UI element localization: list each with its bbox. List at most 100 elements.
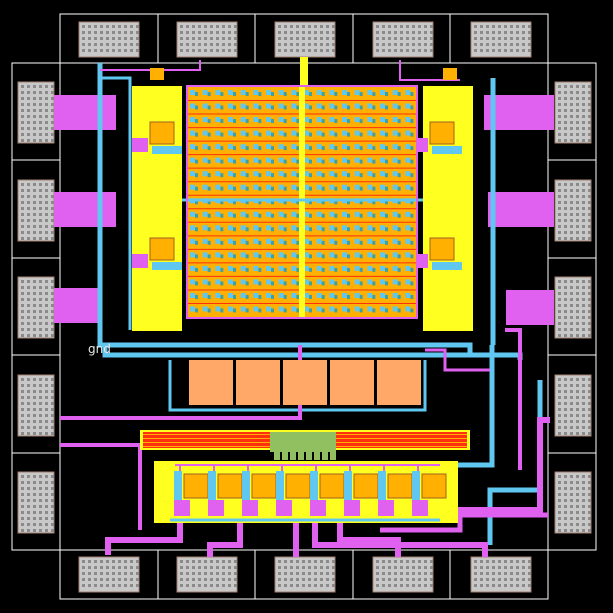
pad-via <box>332 49 335 52</box>
pad-via <box>576 115 579 118</box>
pad-via <box>284 560 287 563</box>
driver-transistor <box>251 473 277 499</box>
pad-via <box>522 560 525 563</box>
array-cell-contact <box>405 90 411 95</box>
array-cell-gate <box>359 227 363 232</box>
array-cell-gate <box>207 267 211 272</box>
pad-via <box>33 390 36 393</box>
pad-via <box>400 584 403 587</box>
pad-via <box>45 304 48 307</box>
array-cell-contact <box>291 90 297 95</box>
pad-via <box>112 578 115 581</box>
pad-via <box>588 225 591 228</box>
pad-via <box>51 91 54 94</box>
array-cell-contact <box>291 225 297 231</box>
array-cell-contact <box>380 171 385 177</box>
pad-via <box>564 219 567 222</box>
pad-via <box>27 475 30 478</box>
pad-via <box>510 572 513 575</box>
pad-via <box>424 572 427 575</box>
pad-via <box>308 49 311 52</box>
array-cell-gate <box>359 146 363 151</box>
pad-via <box>33 523 36 526</box>
pad-via <box>33 280 36 283</box>
array-cell-gate <box>309 119 312 124</box>
pad-via <box>418 25 421 28</box>
array-cell-gate <box>410 105 414 110</box>
pad-via <box>522 572 525 575</box>
pad-via <box>45 310 48 313</box>
pad-via <box>394 584 397 587</box>
pad-via <box>284 37 287 40</box>
array-cell-contact <box>291 306 297 312</box>
pad-via <box>332 560 335 563</box>
pad-via <box>412 37 415 40</box>
array-cell-contact <box>190 117 195 123</box>
array-cell-gate <box>372 240 376 245</box>
pad-via <box>582 426 585 429</box>
pad-via <box>582 207 585 210</box>
pad-via <box>33 213 36 216</box>
array-cell-gate <box>296 294 300 299</box>
capacitor-block <box>283 360 327 405</box>
array-cell-contact <box>392 117 398 123</box>
array-cell-gate <box>334 213 338 218</box>
pad-via <box>588 292 591 295</box>
array-cell-gate <box>233 119 236 124</box>
array-cell-contact <box>316 144 322 150</box>
pad-via <box>278 37 281 40</box>
array-cell-contact <box>291 103 297 109</box>
array-cell-contact <box>266 144 271 150</box>
array-cell-gate <box>397 132 401 137</box>
array-cell-contact <box>278 130 284 136</box>
pad-via <box>234 25 237 28</box>
pad-via <box>504 25 507 28</box>
pad-via <box>45 298 48 301</box>
pad-via <box>320 560 323 563</box>
array-cell-gate <box>296 227 300 232</box>
pad-via <box>376 566 379 569</box>
array-cell-gate <box>334 254 338 259</box>
array-cell-contact <box>329 306 335 312</box>
pad-via <box>27 85 30 88</box>
pad-via <box>558 493 561 496</box>
pad-via <box>570 378 573 381</box>
pad-via <box>558 115 561 118</box>
pad-via <box>582 91 585 94</box>
pad-via <box>33 231 36 234</box>
array-cell-gate <box>321 186 325 191</box>
pad-via <box>192 25 195 28</box>
pad-via <box>106 43 109 46</box>
array-cell-contact <box>354 90 360 95</box>
pad-via <box>33 127 36 130</box>
array-cell-contact <box>240 225 246 231</box>
array-cell-contact <box>405 144 411 150</box>
array-cell-contact <box>202 211 208 217</box>
array-cell-gate <box>207 200 211 205</box>
array-cell-contact <box>380 292 385 298</box>
pad-via <box>45 133 48 136</box>
pad-via <box>51 310 54 313</box>
pad-via <box>180 25 183 28</box>
pad-via <box>33 493 36 496</box>
pad-via <box>136 578 139 581</box>
pad-via <box>51 334 54 337</box>
pad-via <box>424 37 427 40</box>
pad-via <box>88 572 91 575</box>
pad-via <box>180 572 183 575</box>
array-cell-gate <box>372 159 376 164</box>
array-cell-gate <box>410 254 414 259</box>
side-contact <box>132 254 148 268</box>
pad-via <box>33 505 36 508</box>
array-cell-gate <box>385 267 388 272</box>
pad-via <box>326 49 329 52</box>
pad-via <box>510 49 513 52</box>
array-cell-gate <box>245 186 249 191</box>
pad-via <box>118 43 121 46</box>
array-cell-contact <box>202 90 208 95</box>
pad-via <box>492 43 495 46</box>
array-cell-gate <box>372 227 376 232</box>
pad-via <box>332 584 335 587</box>
pad-via <box>186 37 189 40</box>
pad-via <box>130 37 133 40</box>
